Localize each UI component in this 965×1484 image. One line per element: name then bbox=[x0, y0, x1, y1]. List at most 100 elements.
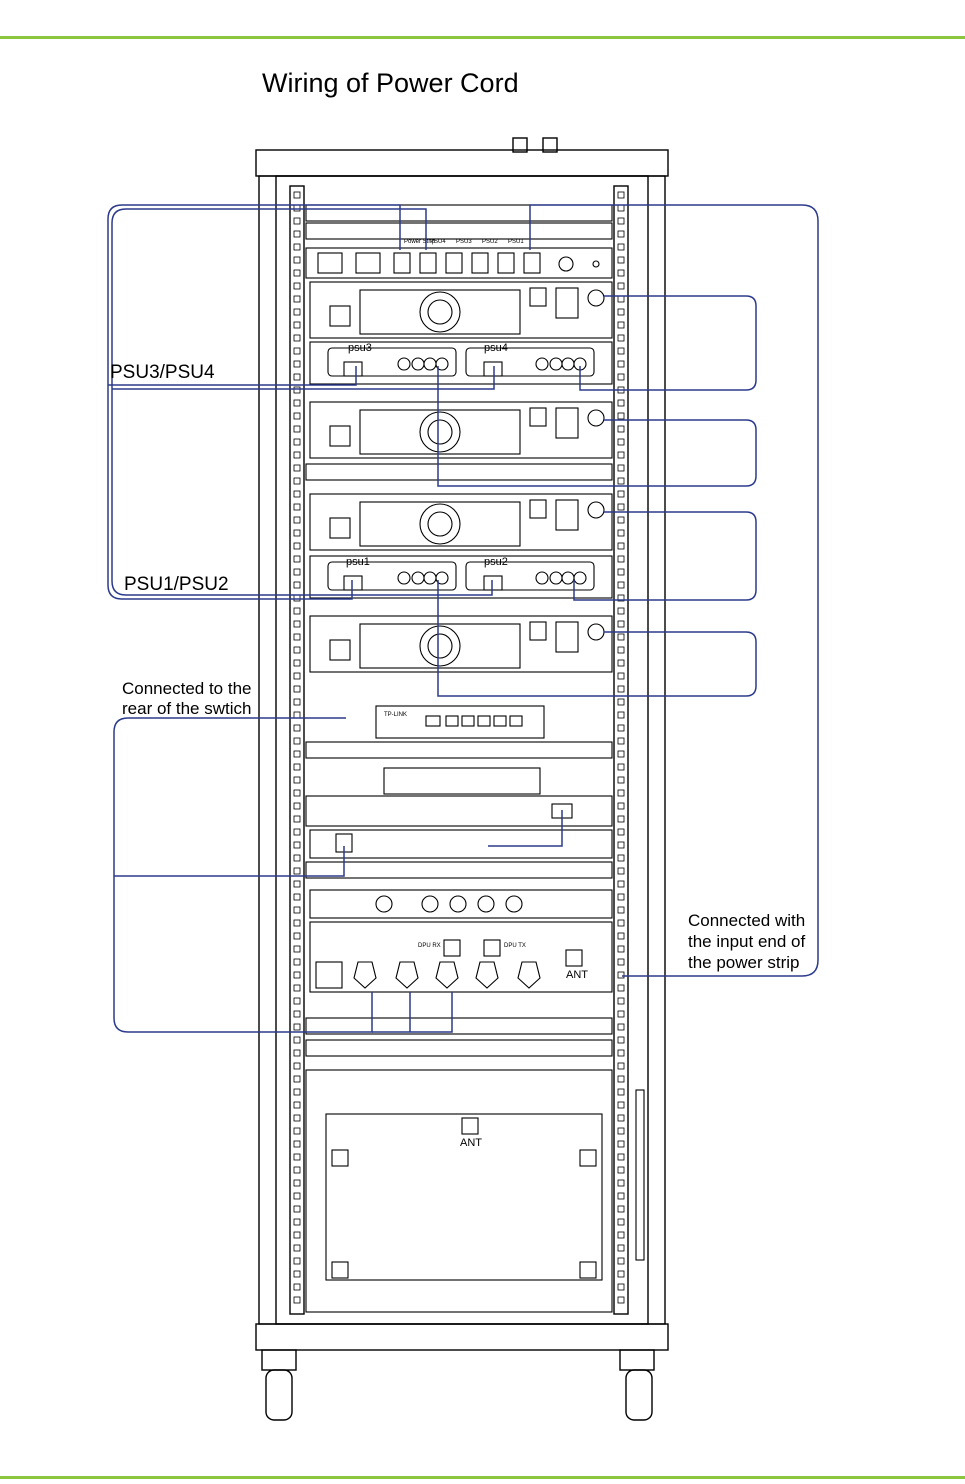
panel-ant-label: ANT bbox=[460, 1137, 482, 1149]
rail-hole bbox=[618, 1258, 624, 1264]
rail-hole bbox=[294, 309, 300, 315]
rail-hole bbox=[618, 1037, 624, 1043]
rail-hole bbox=[294, 283, 300, 289]
rail-hole bbox=[294, 790, 300, 796]
power-cables bbox=[108, 205, 818, 1032]
rail-hole bbox=[618, 400, 624, 406]
rail-hole bbox=[294, 517, 300, 523]
rail-hole bbox=[618, 1089, 624, 1095]
rail-hole bbox=[618, 1193, 624, 1199]
rail-hole bbox=[294, 335, 300, 341]
rail-hole bbox=[294, 855, 300, 861]
rail-hole bbox=[294, 907, 300, 913]
psu12-label: PSU1/PSU2 bbox=[124, 574, 229, 595]
rail-hole bbox=[618, 621, 624, 627]
rail-hole bbox=[618, 361, 624, 367]
rail-hole bbox=[618, 426, 624, 432]
rail-hole bbox=[294, 660, 300, 666]
rail-hole bbox=[618, 790, 624, 796]
rail-hole bbox=[294, 1232, 300, 1238]
rail-hole bbox=[618, 933, 624, 939]
rail-hole bbox=[294, 1297, 300, 1303]
rail-hole bbox=[618, 894, 624, 900]
rail-hole bbox=[618, 647, 624, 653]
rail-hole bbox=[294, 712, 300, 718]
rail-hole bbox=[618, 660, 624, 666]
rail-hole bbox=[618, 374, 624, 380]
rail-hole bbox=[618, 1154, 624, 1160]
rail-hole bbox=[294, 1128, 300, 1134]
strip-label-psu1: PSU1 bbox=[508, 239, 524, 245]
rail-holes bbox=[294, 192, 624, 1303]
rail-hole bbox=[294, 842, 300, 848]
rail-hole bbox=[294, 231, 300, 237]
rail-hole bbox=[618, 712, 624, 718]
rail-hole bbox=[294, 634, 300, 640]
strip-input-note-line2: the input end of bbox=[688, 931, 805, 952]
rail-hole bbox=[294, 1089, 300, 1095]
rail-hole bbox=[618, 543, 624, 549]
rail-hole bbox=[294, 1115, 300, 1121]
rail-hole bbox=[294, 582, 300, 588]
rail-hole bbox=[294, 894, 300, 900]
rail-hole bbox=[294, 985, 300, 991]
rail-hole bbox=[618, 985, 624, 991]
rail-hole bbox=[618, 998, 624, 1004]
rail-hole bbox=[618, 608, 624, 614]
rail-hole bbox=[618, 816, 624, 822]
strip-label-psu2: PSU2 bbox=[482, 239, 498, 245]
rail-hole bbox=[618, 283, 624, 289]
rail-hole bbox=[618, 634, 624, 640]
rail-hole bbox=[294, 1011, 300, 1017]
rail-hole bbox=[618, 1024, 624, 1030]
rail-hole bbox=[618, 764, 624, 770]
antenna-panel bbox=[306, 1070, 612, 1312]
rail-hole bbox=[294, 946, 300, 952]
rail-hole bbox=[618, 738, 624, 744]
rail-hole bbox=[618, 1115, 624, 1121]
rail-hole bbox=[618, 1219, 624, 1225]
rail-hole bbox=[618, 1076, 624, 1082]
dpu-tx-label: DPU TX bbox=[504, 943, 526, 949]
rail-hole bbox=[618, 244, 624, 250]
rail-hole bbox=[294, 1206, 300, 1212]
rail-hole bbox=[294, 699, 300, 705]
rail-hole bbox=[294, 218, 300, 224]
rail-hole bbox=[618, 777, 624, 783]
rail-hole bbox=[294, 491, 300, 497]
rail-hole bbox=[294, 322, 300, 328]
rail-hole bbox=[618, 205, 624, 211]
rail-hole bbox=[294, 1154, 300, 1160]
rail-hole bbox=[618, 1284, 624, 1290]
rail-hole bbox=[618, 478, 624, 484]
rail-hole bbox=[294, 816, 300, 822]
rail-hole bbox=[294, 998, 300, 1004]
cabinet bbox=[256, 138, 668, 1420]
network-switch bbox=[376, 706, 544, 738]
rail-hole bbox=[294, 777, 300, 783]
rail-hole bbox=[294, 621, 300, 627]
dpu-rx-label: DPU RX bbox=[418, 943, 441, 949]
rail-hole bbox=[294, 751, 300, 757]
rail-hole bbox=[618, 829, 624, 835]
rail-hole bbox=[294, 257, 300, 263]
psu2-label: psu2 bbox=[484, 556, 508, 568]
rail-hole bbox=[294, 881, 300, 887]
rail-hole bbox=[294, 829, 300, 835]
psu4-label: psu4 bbox=[484, 342, 508, 354]
rail-hole bbox=[294, 1037, 300, 1043]
rail-hole bbox=[294, 413, 300, 419]
rail-hole bbox=[618, 218, 624, 224]
rail-hole bbox=[618, 881, 624, 887]
rail-hole bbox=[618, 1050, 624, 1056]
rail-hole bbox=[294, 1024, 300, 1030]
rail-hole bbox=[294, 348, 300, 354]
rail-hole bbox=[294, 1284, 300, 1290]
rail-hole bbox=[294, 387, 300, 393]
rail-hole bbox=[618, 959, 624, 965]
rail-hole bbox=[618, 452, 624, 458]
rail-hole bbox=[618, 1232, 624, 1238]
rail-hole bbox=[294, 374, 300, 380]
rail-hole bbox=[294, 361, 300, 367]
rail-hole bbox=[618, 530, 624, 536]
